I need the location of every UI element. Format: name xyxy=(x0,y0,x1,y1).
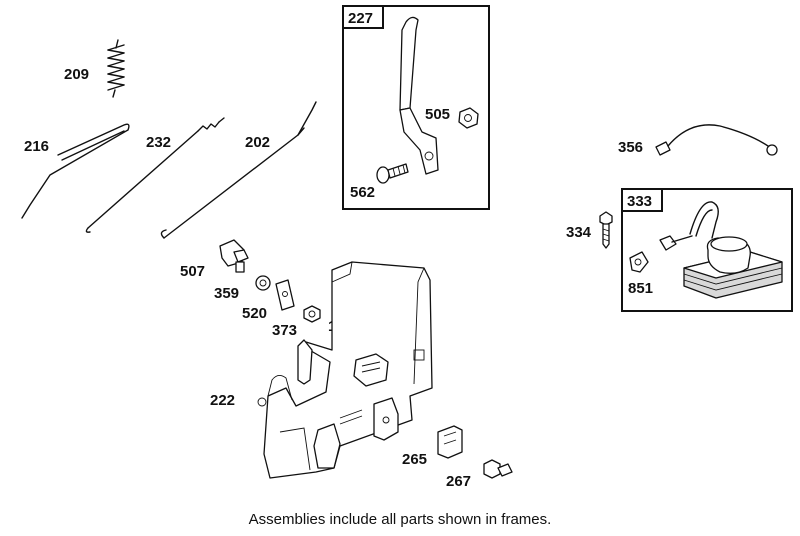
spring-link-232 xyxy=(85,117,225,233)
nut-373 xyxy=(303,305,321,323)
frame-333 xyxy=(621,188,793,312)
ground-wire-356 xyxy=(655,124,778,156)
clip-520 xyxy=(275,279,295,311)
label-227: 227 xyxy=(348,10,373,27)
spring-209 xyxy=(107,39,125,98)
label-356: 356 xyxy=(618,139,643,156)
label-232: 232 xyxy=(146,134,171,151)
label-202: 202 xyxy=(245,134,270,151)
switch-507 xyxy=(219,239,249,273)
ignition-coil-333 xyxy=(659,201,783,299)
control-lever-227 xyxy=(399,16,439,175)
screw-267 xyxy=(483,459,513,479)
label-209: 209 xyxy=(64,66,89,83)
label-334: 334 xyxy=(566,224,592,241)
label-267: 267 xyxy=(446,473,471,490)
clamp-265 xyxy=(437,425,463,459)
screw-562 xyxy=(376,163,409,184)
frame-227 xyxy=(342,5,490,210)
label-216: 216 xyxy=(24,138,49,155)
label-359: 359 xyxy=(214,285,239,302)
label-505: 505 xyxy=(425,106,450,123)
label-507: 507 xyxy=(180,263,205,280)
label-373: 373 xyxy=(272,322,297,339)
label-222: 222 xyxy=(210,392,235,409)
lock-washer-359 xyxy=(255,275,271,291)
label-520: 520 xyxy=(242,305,267,322)
label-562: 562 xyxy=(350,184,375,201)
throttle-rod-202 xyxy=(160,101,317,239)
nut-505 xyxy=(458,107,479,129)
link-rod-216 xyxy=(21,123,130,219)
label-333: 333 xyxy=(627,193,652,210)
label-851: 851 xyxy=(628,280,653,297)
label-265: 265 xyxy=(402,451,427,468)
frame-333-tab xyxy=(621,188,663,212)
terminal-851 xyxy=(629,251,649,273)
frame-227-tab xyxy=(342,5,384,29)
control-bracket-222 xyxy=(257,261,433,479)
screw-334 xyxy=(599,211,613,249)
caption: Assemblies include all parts shown in fr… xyxy=(248,511,552,528)
